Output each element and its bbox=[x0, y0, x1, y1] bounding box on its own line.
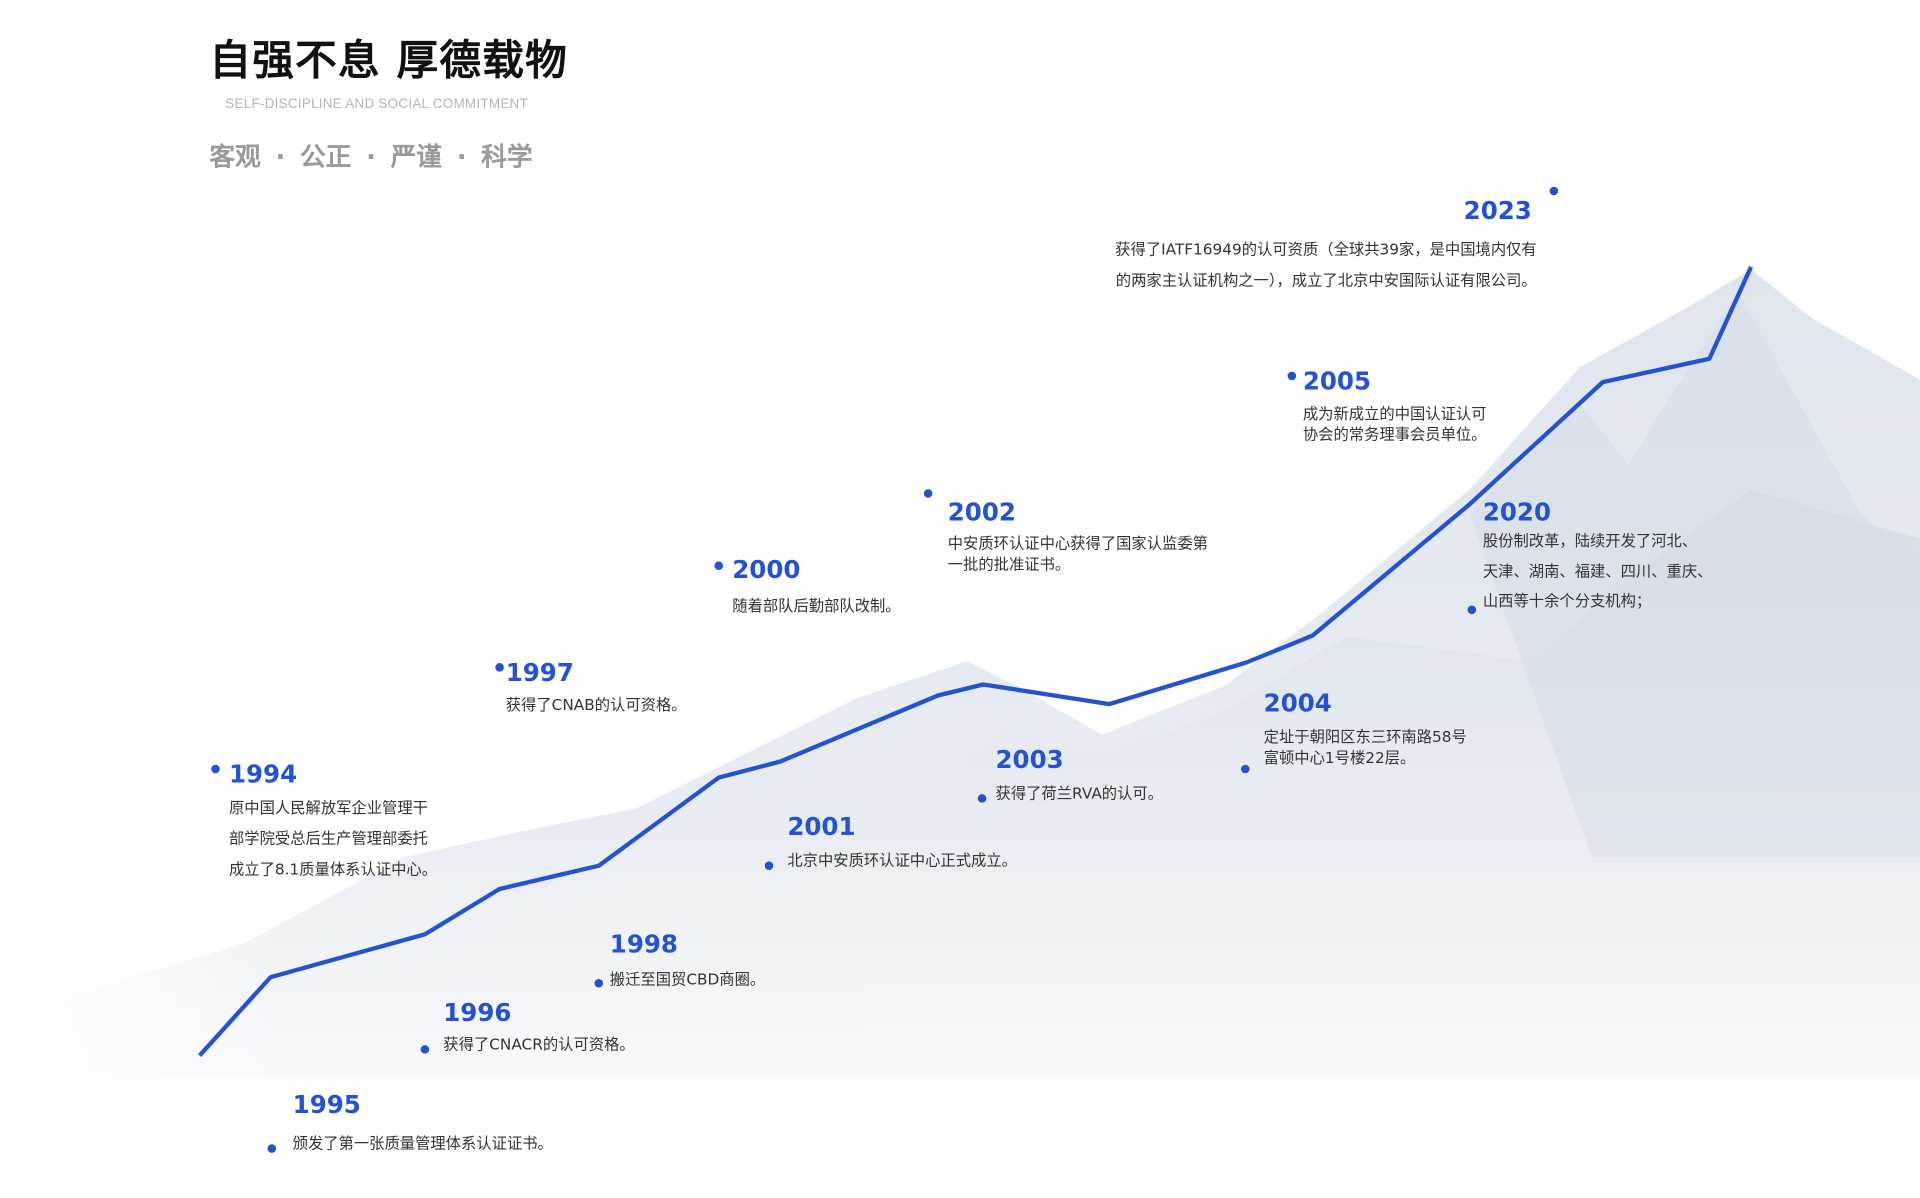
milestone-2020: 2020 股份制改革，陆续开发了河北、 天津、湖南、福建、四川、重庆、 山西等十… bbox=[1483, 497, 1713, 616]
dot-2020 bbox=[1467, 605, 1477, 615]
milestone-year: 1997 bbox=[505, 657, 574, 687]
dot-1996 bbox=[420, 1045, 430, 1054]
milestone-year: 2003 bbox=[995, 744, 1064, 774]
dot-2002 bbox=[923, 489, 933, 498]
milestone-description: 定址于朝阳区东三环南路58号 富顿中心1号楼22层。 bbox=[1264, 726, 1467, 768]
milestone-dots bbox=[211, 186, 1559, 1153]
dot-1997 bbox=[495, 663, 504, 672]
milestone-year: 1996 bbox=[443, 997, 512, 1028]
milestone-description: 股份制改革，陆续开发了河北、 天津、湖南、福建、四川、重庆、 山西等十余个分支机… bbox=[1483, 527, 1713, 617]
dot-2001 bbox=[764, 861, 774, 871]
milestone-description: 原中国人民解放军企业管理干 部学院受总后生产管理部委托 成立了8.1质量体系认证… bbox=[229, 792, 437, 884]
milestone-description: 搬迁至国贸CBD商圈。 bbox=[610, 967, 765, 991]
desc-line: 部学院受总后生产管理部委托 bbox=[228, 828, 428, 848]
milestone-year: 2000 bbox=[732, 554, 801, 585]
milestone-2003: 2003 获得了荷兰RVA的认可。 bbox=[996, 744, 1164, 805]
milestone-2004: 2004 定址于朝阳区东三环南路58号 富顿中心1号楼22层。 bbox=[1264, 688, 1467, 768]
desc-line: 成立了8.1质量体系认证中心。 bbox=[228, 859, 438, 878]
milestone-description: 获得了IATF16949的认可资质（全球共39家，是中国境内仅有 的两家主认证机… bbox=[1115, 234, 1537, 295]
desc-line: 天津、湖南、福建、四川、重庆、 bbox=[1482, 561, 1713, 580]
desc-line: 获得了CNAB的认可资格。 bbox=[505, 695, 687, 714]
separator: · bbox=[275, 142, 286, 172]
milestone-year: 2005 bbox=[1302, 366, 1372, 396]
value-fair: 公正 bbox=[299, 142, 352, 172]
desc-line: 股份制改革，陆续开发了河北、 bbox=[1482, 531, 1698, 550]
value-objective: 客观 bbox=[209, 142, 261, 172]
milestone-year: 2020 bbox=[1482, 497, 1552, 527]
page-title: 自强不息 厚德载物 bbox=[209, 36, 568, 86]
desc-line: 的两家主认证机构之一），成立了北京中安国际认证有限公司。 bbox=[1115, 270, 1537, 289]
desc-line: 山西等十余个分支机构； bbox=[1482, 591, 1652, 610]
page-subtitle: SELF-DISCIPLINE AND SOCIAL COMMITMENT bbox=[225, 96, 529, 112]
dot-2023 bbox=[1549, 186, 1559, 196]
milestone-year: 2002 bbox=[947, 497, 1016, 527]
desc-line: 协会的常务理事会员单位。 bbox=[1302, 424, 1487, 444]
milestone-year: 1994 bbox=[228, 759, 298, 789]
milestone-description: 随着部队后勤部队改制。 bbox=[732, 594, 900, 618]
desc-line: 获得了CNACR的认可资格。 bbox=[443, 1034, 635, 1054]
milestone-1997: 1997 获得了CNAB的认可资格。 bbox=[506, 658, 687, 718]
milestone-description: 获得了CNAB的认可资格。 bbox=[506, 693, 687, 717]
desc-line: 中安质环认证中心获得了国家认监委第 bbox=[947, 533, 1208, 553]
separator: · bbox=[456, 142, 467, 172]
dot-1998 bbox=[594, 978, 604, 988]
milestone-description: 获得了CNACR的认可资格。 bbox=[443, 1032, 634, 1056]
milestone-1994: 1994 原中国人民解放军企业管理干 部学院受总后生产管理部委托 成立了8.1质… bbox=[229, 759, 437, 884]
milestone-description: 北京中安质环认证中心正式成立。 bbox=[787, 849, 1017, 873]
milestone-description: 成为新成立的中国认证认可 协会的常务理事会员单位。 bbox=[1303, 403, 1487, 445]
milestone-2000: 2000 随着部队后勤部队改制。 bbox=[732, 555, 900, 619]
desc-line: 一批的批准证书。 bbox=[947, 554, 1071, 574]
dot-2003 bbox=[977, 794, 987, 803]
desc-line: 富顿中心1号楼22层。 bbox=[1263, 748, 1416, 767]
desc-line: 获得了IATF16949的认可资质（全球共39家，是中国境内仅有 bbox=[1115, 240, 1537, 259]
milestone-year: 2004 bbox=[1263, 688, 1332, 718]
milestone-year: 1995 bbox=[292, 1089, 361, 1120]
desc-line: 原中国人民解放军企业管理干 bbox=[228, 798, 428, 817]
growth-line bbox=[198, 266, 1753, 1057]
desc-line: 随着部队后勤部队改制。 bbox=[732, 596, 901, 615]
desc-line: 搬迁至国贸CBD商圈。 bbox=[609, 969, 766, 989]
dot-2005 bbox=[1287, 371, 1297, 381]
separator: · bbox=[366, 142, 376, 172]
core-values: 客观 · 公正 · 严谨 · 科学 bbox=[209, 137, 532, 174]
milestone-connectors bbox=[214, 191, 1555, 1149]
value-scientific: 科学 bbox=[481, 142, 533, 172]
milestone-2005: 2005 成为新成立的中国认证认可 协会的常务理事会员单位。 bbox=[1303, 366, 1487, 444]
milestone-1995: 1995 颁发了第一张质量管理体系认证证书。 bbox=[293, 1090, 553, 1156]
milestone-description: 颁发了第一张质量管理体系认证证书。 bbox=[293, 1131, 553, 1155]
dot-2000 bbox=[714, 561, 724, 571]
milestone-2001: 2001 北京中安质环认证中心正式成立。 bbox=[787, 812, 1017, 873]
desc-line: 获得了荷兰RVA的认可。 bbox=[995, 783, 1164, 803]
milestone-1998: 1998 搬迁至国贸CBD商圈。 bbox=[610, 929, 765, 991]
dot-1995 bbox=[267, 1144, 277, 1153]
milestone-description: 获得了荷兰RVA的认可。 bbox=[996, 781, 1164, 805]
milestone-year: 2023 bbox=[1463, 195, 1532, 226]
milestone-1996: 1996 获得了CNACR的认可资格。 bbox=[443, 998, 634, 1057]
dot-1994 bbox=[211, 764, 220, 774]
milestone-2023: 2023 获得了IATF16949的认可资质（全球共39家，是中国境内仅有 的两… bbox=[1115, 196, 1537, 295]
desc-line: 定址于朝阳区东三环南路58号 bbox=[1263, 727, 1467, 746]
desc-line: 北京中安质环认证中心正式成立。 bbox=[787, 851, 1017, 870]
dot-2004 bbox=[1241, 764, 1250, 774]
milestone-year: 1998 bbox=[609, 929, 678, 959]
desc-line: 成为新成立的中国认证认可 bbox=[1302, 404, 1487, 423]
desc-line: 颁发了第一张质量管理体系认证证书。 bbox=[292, 1133, 553, 1153]
value-rigorous: 严谨 bbox=[390, 142, 443, 172]
milestone-year: 2001 bbox=[787, 811, 856, 842]
milestone-2002: 2002 中安质环认证中心获得了国家认监委第 一批的批准证书。 bbox=[948, 497, 1208, 574]
milestone-description: 中安质环认证中心获得了国家认监委第 一批的批准证书。 bbox=[948, 533, 1208, 575]
